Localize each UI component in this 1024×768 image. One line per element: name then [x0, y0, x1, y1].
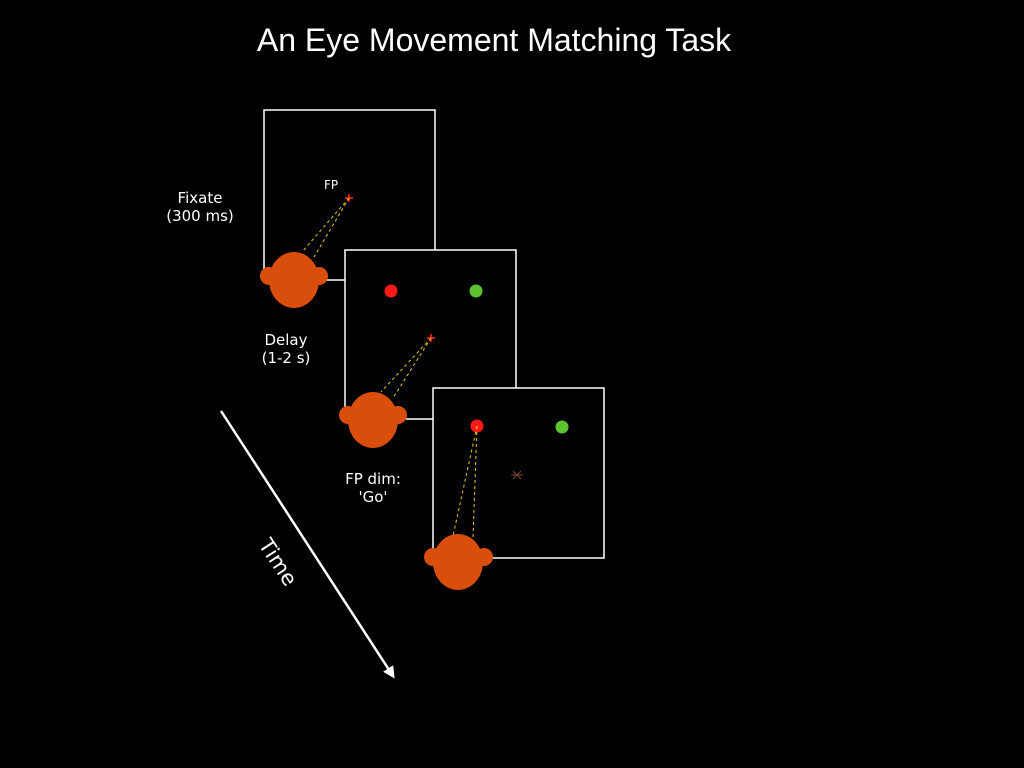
- label-go-line1: FP dim:: [345, 470, 401, 488]
- dimmed-fixation-point: [511, 470, 523, 480]
- green-target-dot: [469, 284, 483, 298]
- page-title: An Eye Movement Matching Task: [256, 22, 732, 58]
- label-fixate-line2: (300 ms): [166, 207, 234, 225]
- label-fixate-line1: Fixate: [178, 189, 223, 207]
- head-go: [424, 534, 493, 590]
- gaze-line-go-left: [452, 425, 478, 537]
- time-label: Time: [253, 533, 302, 590]
- gaze-line-delay-left: [380, 337, 432, 393]
- head-fixate: [260, 252, 328, 308]
- stage-go: [424, 387, 605, 590]
- label-delay-line1: Delay: [264, 331, 307, 349]
- gaze-line-go-right: [472, 425, 478, 539]
- label-delay-line2: (1-2 s): [262, 349, 311, 367]
- fp-label: FP: [324, 178, 338, 192]
- red-target-dot: [384, 284, 398, 298]
- head-delay: [339, 392, 407, 448]
- time-arrow: [219, 410, 395, 679]
- green-target-dot: [555, 420, 569, 434]
- label-go-line2: 'Go': [358, 488, 387, 506]
